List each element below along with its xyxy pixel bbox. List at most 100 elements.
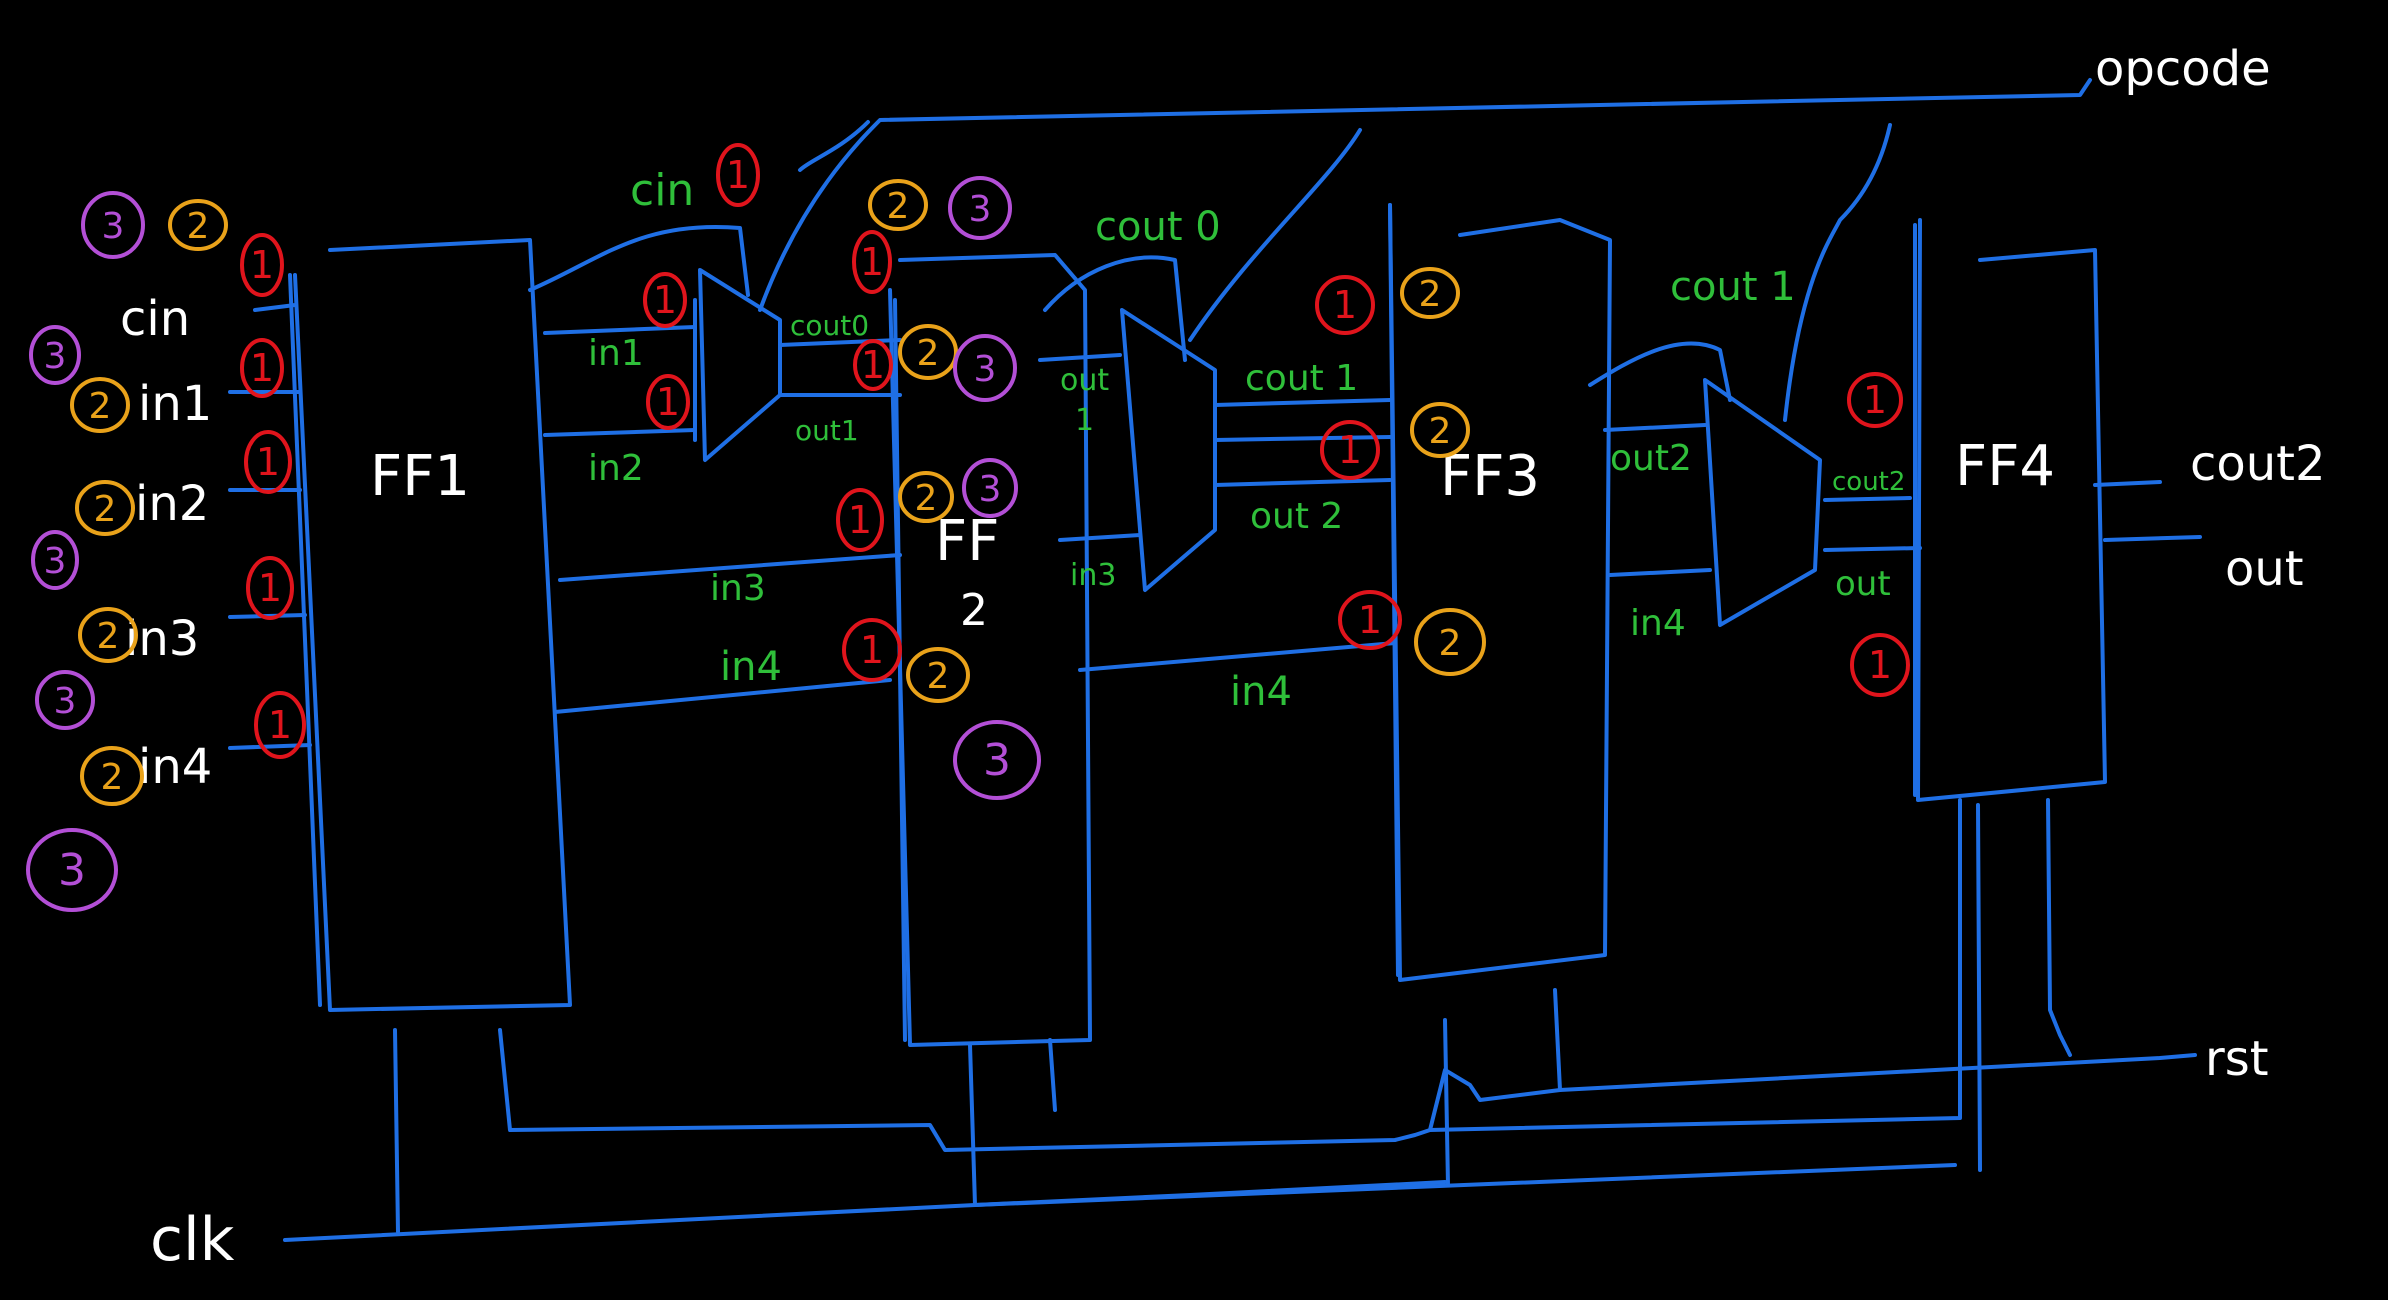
sig-cin: cin: [630, 165, 694, 216]
ff3-left-edge: [1388, 203, 1400, 977]
badge-3-in3: 3: [44, 541, 67, 582]
wire-ff1-in1: [543, 325, 697, 335]
ff2-label-line2: 2: [960, 585, 988, 636]
sig-out-mux: out: [1835, 564, 1891, 604]
io-rst: rst: [2205, 1031, 2269, 1087]
wire-mux2-out2a: [1213, 435, 1392, 442]
rst-bus: [498, 798, 1962, 1152]
wire-ff1-in2: [543, 428, 697, 437]
badge-3-ff2-c: 3: [979, 469, 1002, 510]
sig-out1-line1: out: [1060, 363, 1109, 398]
wire-mux2-cout1: [1213, 398, 1392, 407]
opcode-bus: [758, 78, 2092, 312]
wire-mux2-out2b: [1213, 478, 1392, 487]
ff1-block: [293, 238, 572, 1012]
badge-1-ff2-d: 1: [860, 628, 884, 672]
wire-ff1-cin: [528, 225, 750, 297]
badge-2-in4: 2: [101, 757, 124, 798]
badge-2-ff3-c: 2: [1439, 623, 1462, 664]
sig-cout1-a: cout 1: [1245, 358, 1358, 399]
mux3: [1703, 378, 1822, 627]
opcode-drop-mux2: [1188, 128, 1362, 342]
badge-3-ff2-a: 3: [969, 189, 992, 230]
badge-2-ff3-a: 2: [1419, 274, 1442, 315]
ff2-left-edge: [893, 298, 907, 1042]
badge-2-in2: 2: [94, 489, 117, 530]
sig-cout1-top: cout 1: [1670, 264, 1796, 310]
badge-1-ff4-a: 1: [1863, 378, 1887, 422]
clk-bus-lower: [973, 1180, 1447, 1207]
wire-mux3-cout2: [1823, 496, 1912, 502]
ff4-label: FF4: [1955, 434, 2055, 499]
badge-1-ff4-b: 1: [1868, 643, 1892, 687]
badge-1-ff3-a: 1: [1333, 283, 1357, 327]
sig-out1-line2: 1: [1075, 403, 1094, 438]
badge-3-ff2-b: 3: [974, 349, 997, 390]
badge-3-in1: 3: [44, 336, 67, 377]
opcode-drop-mux3: [1783, 123, 1892, 422]
badge-1-cin: 1: [250, 243, 274, 287]
io-cin: cin: [120, 291, 190, 347]
wire-ff2-in4: [1078, 641, 1397, 672]
badge-2-in1: 2: [89, 386, 112, 427]
badge-3-in4: 3: [54, 681, 77, 722]
ff2-label-line1: FF: [935, 509, 999, 574]
sig-in2: in2: [588, 448, 644, 489]
badge-3-bottom: 3: [58, 845, 86, 896]
badge-1-in1: 1: [250, 346, 274, 390]
ff2-block: [888, 253, 1092, 1047]
badge-1-cin-mid: 1: [726, 153, 750, 197]
sig-cout2-mux: cout2: [1832, 467, 1905, 497]
badge-1-in3: 1: [258, 566, 282, 610]
wire-ff2-in3: [1058, 533, 1142, 542]
badge-1-ff2-c: 1: [848, 498, 872, 542]
badge-2-ff3-b: 2: [1429, 411, 1452, 452]
io-in1: in1: [138, 376, 212, 432]
badges-one: [240, 143, 1910, 759]
badge-2-cin: 2: [187, 206, 210, 247]
badge-1-in2: 1: [256, 440, 280, 484]
io-in4: in4: [138, 739, 212, 795]
badge-1-ff3-b: 1: [1338, 428, 1362, 472]
clk-drop-ff4: [1976, 803, 1982, 1172]
ff1-left-edge: [288, 273, 322, 1007]
wire-ff3-in4: [1608, 568, 1712, 577]
ff3-label: FF3: [1440, 444, 1540, 509]
rst-drop-ff4: [2046, 798, 2072, 1057]
badge-2-ff2-c: 2: [915, 478, 938, 519]
sig-in4-a: in4: [720, 644, 782, 690]
sig-in3-a: in3: [710, 568, 766, 609]
rst-drop-ff2: [1048, 1038, 1057, 1112]
sig-in3-b: in3: [1070, 558, 1116, 593]
sig-out2-b: out2: [1610, 438, 1692, 479]
clk-drop-ff3: [1443, 1018, 1450, 1187]
wire-ff3-cout1: [1588, 341, 1732, 402]
io-opcode: opcode: [2095, 41, 2271, 97]
wire-ff1-in4: [553, 678, 892, 714]
badge-3-top: 3: [102, 206, 125, 247]
wire-ff2-cout0: [1043, 255, 1187, 362]
clk-drop-ff1: [393, 1028, 400, 1234]
badge-1-in1-mid: 1: [653, 278, 677, 322]
ff4-block: [1916, 218, 2107, 802]
badge-1-ff2-a: 1: [860, 240, 884, 284]
sig-cout0-top: cout 0: [1095, 204, 1221, 250]
badge-1-ff3-c: 1: [1358, 598, 1382, 642]
clk-drop-ff2: [968, 1043, 977, 1207]
sig-in4-c: in4: [1630, 603, 1686, 644]
wire-cin: [253, 303, 297, 312]
badge-2-ff2-d: 2: [927, 656, 950, 697]
opcode-drop-ff2: [798, 120, 870, 172]
io-out: out: [2225, 541, 2304, 597]
wire-mux3-out: [1823, 546, 1922, 552]
wire-ff2-out1: [1038, 353, 1122, 362]
badge-2-ff2-a: 2: [887, 186, 910, 227]
badges-three: [26, 176, 1041, 912]
wire-out-out: [2103, 535, 2202, 542]
badge-3-ff2-d: 3: [983, 735, 1011, 786]
mux2: [1120, 308, 1217, 592]
badge-1-in2-mid: 1: [656, 380, 680, 424]
sig-in1: in1: [588, 333, 644, 374]
sig-out1-mux: out1: [795, 414, 859, 447]
sig-cout0-mux: cout0: [790, 309, 869, 342]
